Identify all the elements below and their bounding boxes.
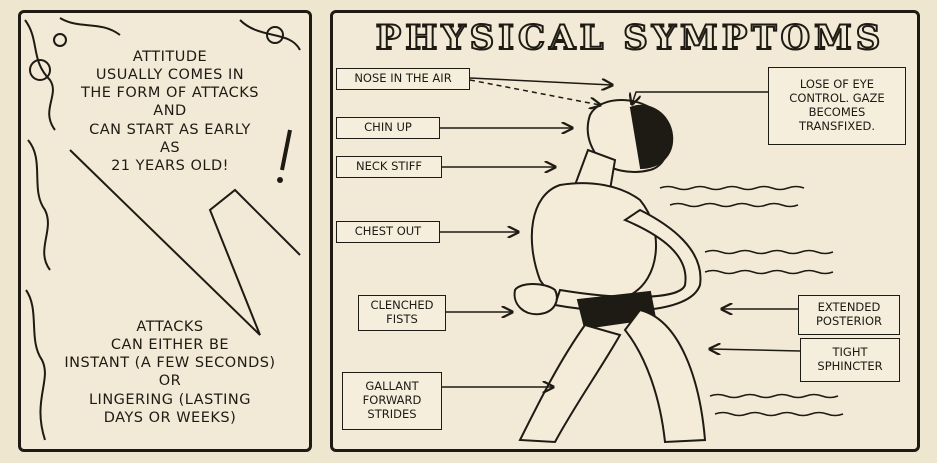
attitude-caption: ATTITUDE USUALLY COMES IN THE FORM OF AT… [55,48,285,175]
attacks-caption: ATTACKS CAN EITHER BE INSTANT (A FEW SEC… [35,318,305,427]
label-neck: NECK STIFF [336,156,442,178]
attitude-line: 21 YEARS OLD! [111,157,229,174]
attitude-line: AS [159,139,181,156]
attacks-line: INSTANT (A FEW SECONDS) [64,355,276,372]
label-strides: GALLANT FORWARD STRIDES [342,372,442,430]
label-chest: CHEST OUT [336,221,440,243]
label-posterior: EXTENDED POSTERIOR [798,295,900,335]
panel-title: PHYSICAL SYMPTOMS [375,17,885,59]
attacks-line: OR [158,373,182,390]
attitude-line: THE FORM OF ATTACKS [81,85,259,102]
attitude-line: AND [153,103,187,120]
attitude-line: ATTITUDE [132,49,208,65]
label-nose: NOSE IN THE AIR [336,68,470,90]
label-sphincter: TIGHT SPHINCTER [800,338,900,382]
label-fists: CLENCHED FISTS [358,295,446,331]
exclamation-dot [277,177,283,183]
left-panel [18,10,312,452]
attacks-line: CAN EITHER BE [110,337,230,354]
motion-lines [659,185,844,417]
attacks-line: ATTACKS [136,319,204,335]
attacks-line: LINGERING (LASTING [88,391,252,408]
pointer-arrows [440,77,801,387]
attitude-line: CAN START AS EARLY [89,121,251,138]
figure-drawing [513,99,707,444]
label-chin: CHIN UP [336,117,440,139]
jagged-line [69,149,301,336]
attitude-line: USUALLY COMES IN [95,67,245,84]
attacks-line: DAYS OR WEEKS) [103,409,237,426]
exclamation-stroke [280,129,292,171]
left-border-ornament [24,17,301,441]
label-eye: LOSE OF EYE CONTROL. GAZE BECOMES TRANSF… [768,67,906,145]
